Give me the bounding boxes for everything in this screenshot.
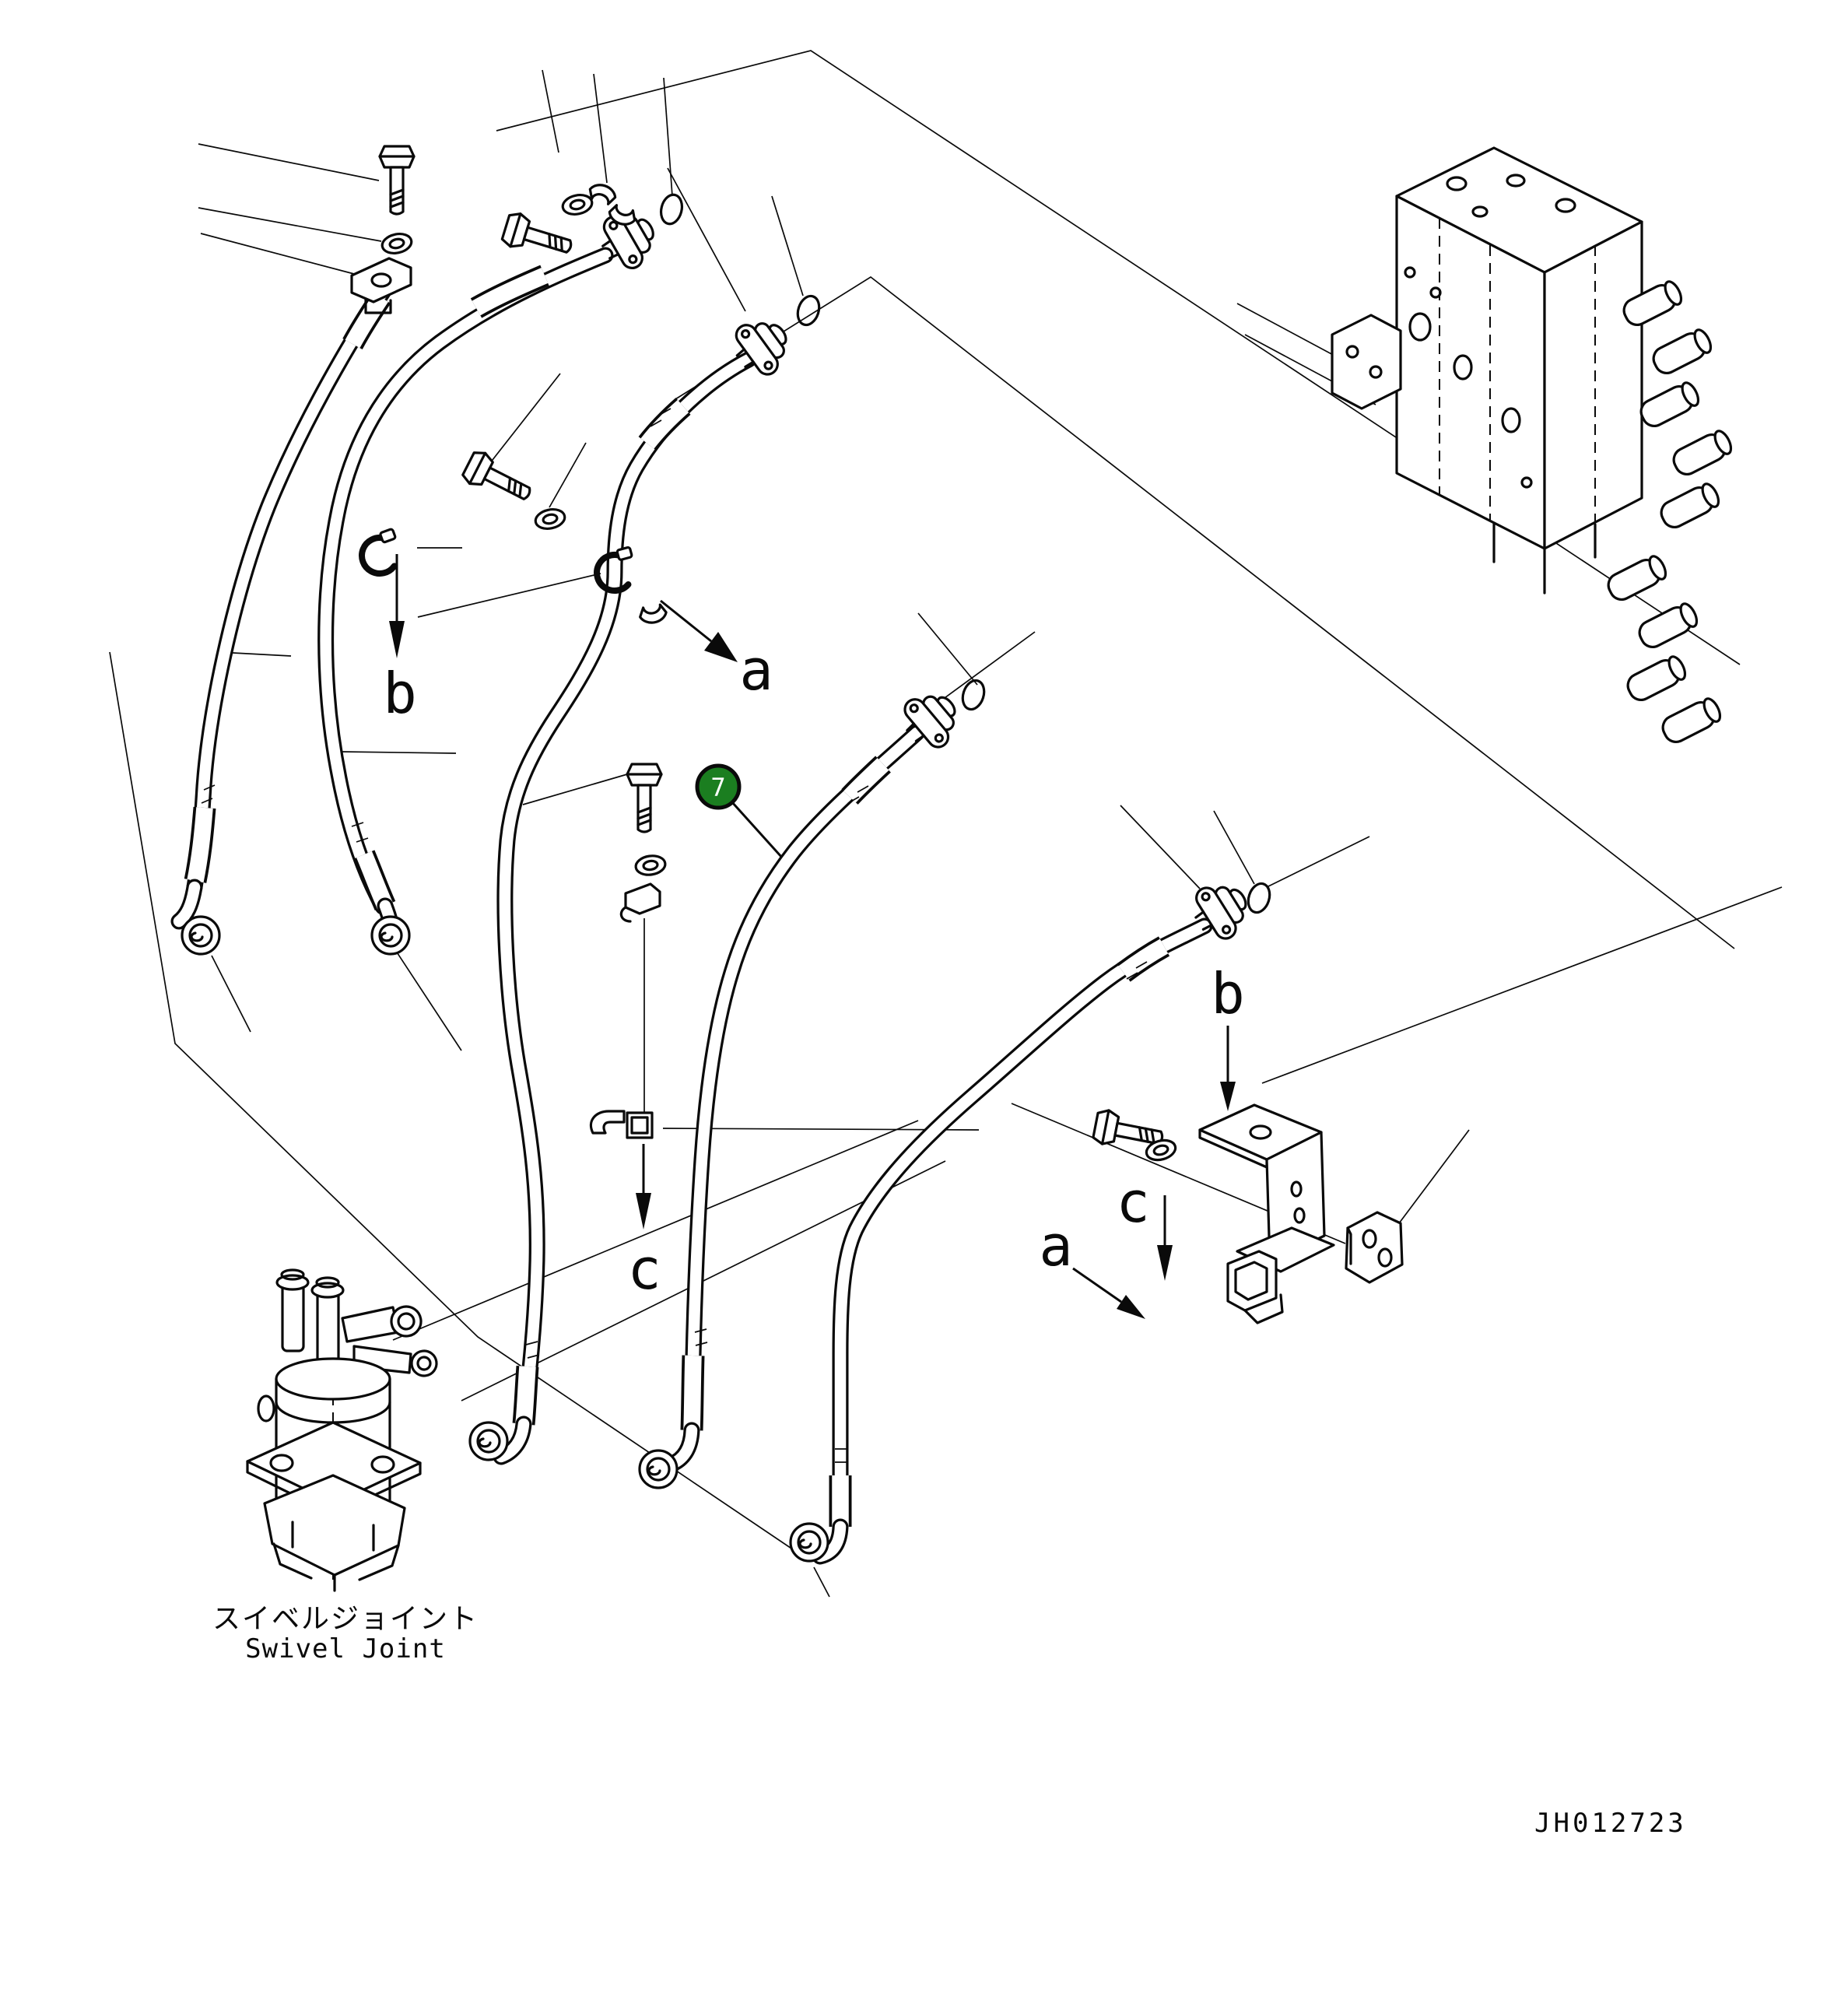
- view-letter-c: c: [1116, 1170, 1149, 1235]
- swivel-joint-label-ja: スイベルジョイント: [212, 1603, 479, 1635]
- view-arrows: [389, 554, 1236, 1319]
- bracket-side-plate: [1345, 1211, 1404, 1284]
- swivel-joint-label-en: Swivel Joint: [245, 1633, 446, 1665]
- balloon-circle[interactable]: [695, 763, 742, 810]
- hook-clamp: [589, 1110, 654, 1139]
- o-ring: [958, 676, 989, 714]
- item-balloon-7[interactable]: 7: [695, 763, 784, 859]
- hose-b: [317, 247, 614, 939]
- hose-clamp: [356, 528, 405, 578]
- swivel-nut-a: [181, 915, 221, 956]
- washer: [633, 852, 668, 879]
- hose-a: [170, 278, 395, 930]
- mounting-hardware: [350, 145, 1275, 1165]
- view-letters: b a c b c a: [383, 637, 1244, 1302]
- hose-e: [812, 917, 1213, 1565]
- view-letter-b: b: [383, 661, 416, 726]
- bolt: [499, 209, 577, 265]
- washer: [532, 505, 568, 533]
- hose-d-item-7: [662, 724, 925, 1473]
- hose-end-fittings: [181, 201, 1260, 1563]
- bolt: [378, 145, 416, 216]
- control-valve-assembly: [1331, 146, 1733, 744]
- captions: スイベルジョイント Swivel Joint JH012723: [212, 1603, 1687, 1839]
- balloon-number: 7: [710, 773, 725, 802]
- bolt: [626, 763, 663, 833]
- washer: [379, 230, 415, 258]
- hose-c: [493, 351, 757, 1465]
- leader-lines: [198, 69, 1470, 1224]
- washer: [559, 191, 595, 219]
- o-ring: [657, 191, 686, 228]
- drawing-number: JH012723: [1534, 1808, 1687, 1839]
- swivel-joint-assembly: [246, 1268, 438, 1592]
- view-letter-c: c: [627, 1237, 661, 1302]
- view-letter-a: a: [1039, 1213, 1072, 1279]
- view-letter-a: a: [739, 637, 773, 703]
- clamp-half: [637, 602, 669, 626]
- clamp-bracket: [619, 882, 661, 923]
- swivel-nut-b: [370, 915, 411, 956]
- swivel-nut-d: [638, 1449, 679, 1489]
- swivel-nut-e: [789, 1522, 829, 1563]
- bolt: [459, 447, 538, 511]
- mounting-bracket: [1198, 1103, 1335, 1324]
- solenoid-valves: [1607, 280, 1733, 744]
- swivel-nut-c: [468, 1421, 509, 1461]
- view-letter-b: b: [1211, 961, 1244, 1026]
- clamp-plate: [350, 257, 412, 314]
